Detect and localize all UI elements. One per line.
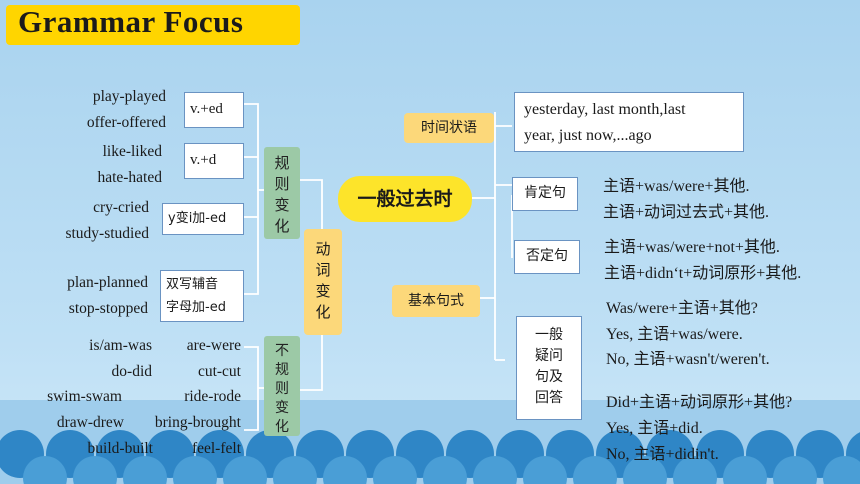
time-adverbial-line: yesterday, last month,last bbox=[524, 101, 686, 118]
regular-word: cry-cried bbox=[93, 199, 149, 216]
rule-line: 字母加-ed bbox=[166, 300, 226, 315]
irregular-word: ride-rode bbox=[184, 388, 241, 405]
negative-line: 主语+didn‘t+动词原形+其他. bbox=[604, 265, 802, 282]
regular-category-label: 规则变化 bbox=[274, 154, 290, 235]
question-label-line: 回答 bbox=[535, 390, 563, 406]
regular-word: stop-stopped bbox=[68, 300, 148, 317]
question-line: Did+主语+动词原形+其他? bbox=[606, 394, 793, 411]
irregular-word: are-were bbox=[186, 337, 241, 354]
time-adverbial-label: 时间状语 bbox=[404, 113, 494, 143]
irregular-word: build-built bbox=[87, 440, 153, 457]
question-line: Yes, 主语+did. bbox=[606, 420, 703, 437]
rule-line: 双写辅音 bbox=[166, 277, 219, 292]
affirmative-line: 主语+动词过去式+其他. bbox=[603, 204, 770, 221]
verb-change-category: 动词变化 bbox=[304, 229, 342, 335]
question-line: No, 主语+didin't. bbox=[606, 446, 719, 463]
rule-box: v.+ed bbox=[184, 92, 244, 128]
irregular-word: bring-brought bbox=[154, 414, 241, 431]
question-label: 一般 疑问 句及 回答 bbox=[516, 316, 582, 420]
regular-category: 规则变化 bbox=[264, 147, 300, 239]
question-line: No, 主语+wasn't/weren't. bbox=[606, 351, 770, 368]
question-line: Yes, 主语+was/were. bbox=[606, 326, 743, 343]
irregular-word: feel-felt bbox=[191, 440, 241, 457]
irregular-word: is/am-was bbox=[89, 337, 152, 354]
irregular-word: cut-cut bbox=[197, 363, 241, 380]
verb-change-label: 动词变化 bbox=[315, 240, 331, 321]
sentence-pattern-label: 基本句式 bbox=[392, 285, 480, 317]
irregular-word: do-did bbox=[111, 363, 152, 380]
regular-word: like-liked bbox=[102, 143, 162, 160]
center-topic: 一般过去时 bbox=[338, 176, 472, 222]
question-label-line: 一般 bbox=[535, 327, 563, 343]
page-title: Grammar Focus bbox=[18, 4, 244, 39]
regular-word: plan-planned bbox=[67, 274, 148, 291]
time-adverbial-line: year, just now,...ago bbox=[524, 127, 652, 144]
wave-background bbox=[0, 400, 860, 484]
negative-line: 主语+was/were+not+其他. bbox=[604, 239, 780, 256]
question-label-line: 疑问 bbox=[535, 348, 563, 364]
irregular-category: 不规则变化 bbox=[264, 336, 300, 436]
rule-box: y变i加-ed bbox=[162, 203, 244, 235]
question-label-line: 句及 bbox=[535, 369, 563, 385]
affirmative-label: 肯定句 bbox=[512, 177, 578, 211]
title-banner bbox=[6, 5, 300, 45]
rule-box: v.+d bbox=[184, 143, 244, 179]
regular-word: hate-hated bbox=[97, 169, 162, 186]
regular-word: play-played bbox=[92, 88, 166, 105]
rule-box: 双写辅音 字母加-ed bbox=[160, 270, 244, 322]
time-adverbial-box: yesterday, last month,last year, just no… bbox=[514, 92, 744, 152]
negative-label: 否定句 bbox=[514, 240, 580, 274]
irregular-word: draw-drew bbox=[56, 414, 124, 431]
irregular-word: swim-swam bbox=[47, 388, 122, 405]
question-line: Was/were+主语+其他? bbox=[606, 300, 758, 317]
irregular-category-label: 不规则变化 bbox=[275, 343, 289, 435]
regular-word: offer-offered bbox=[86, 114, 166, 131]
affirmative-line: 主语+was/were+其他. bbox=[603, 178, 750, 195]
regular-word: study-studied bbox=[65, 225, 149, 242]
